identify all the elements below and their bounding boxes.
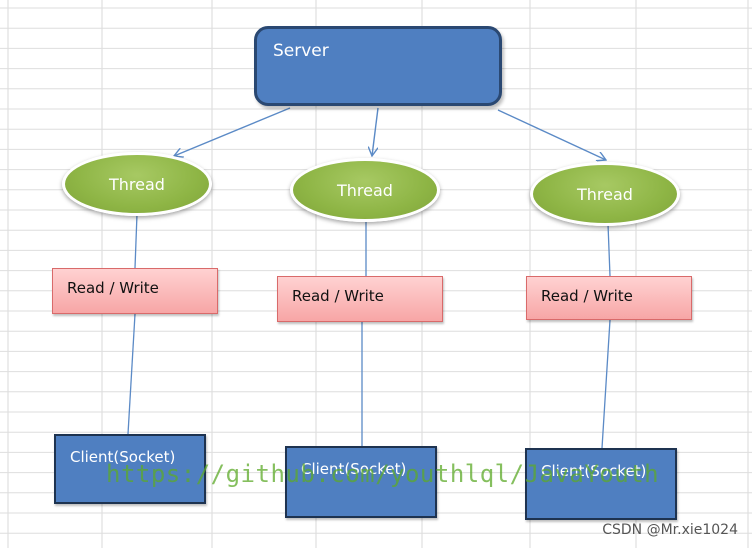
link-thread-3-to-read-write-3 [607,223,611,277]
github-watermark: https://github.com/youthlql/JavaYouth [106,460,660,488]
arrow-server-to-thread-2 [372,107,379,156]
read-write-box-2: Read / Write [277,276,443,322]
client-socket-box-3: Client(Socket) [525,448,677,520]
thread-node-2: Thread [290,158,440,222]
read-write-label-2: Read / Write [292,287,384,305]
client-socket-label-1: Client(Socket) [70,448,176,466]
link-thread-1-to-read-write-1 [134,213,138,269]
link-read-write-1-to-client-1 [127,313,136,435]
read-write-label-1: Read / Write [67,279,159,297]
client-socket-box-1: Client(Socket) [54,434,206,504]
arrow-server-to-thread-3 [497,109,606,160]
thread-node-1: Thread [62,152,212,216]
thread-label-3: Thread [577,184,633,204]
thread-label-2: Thread [337,180,393,200]
read-write-box-1: Read / Write [52,268,218,314]
csdn-credit: CSDN @Mr.xie1024 [602,522,738,538]
arrow-server-to-thread-1 [174,107,291,156]
read-write-label-3: Read / Write [541,287,633,305]
client-socket-box-2: Client(Socket) [285,446,437,518]
link-read-write-3-to-client-3 [601,319,611,449]
server-label: Server [273,41,329,61]
read-write-box-3: Read / Write [526,276,692,320]
thread-label-1: Thread [109,174,165,194]
thread-node-3: Thread [530,162,680,226]
server-box: Server [254,26,502,106]
client-socket-label-3: Client(Socket) [541,462,647,480]
client-socket-label-2: Client(Socket) [301,460,407,478]
